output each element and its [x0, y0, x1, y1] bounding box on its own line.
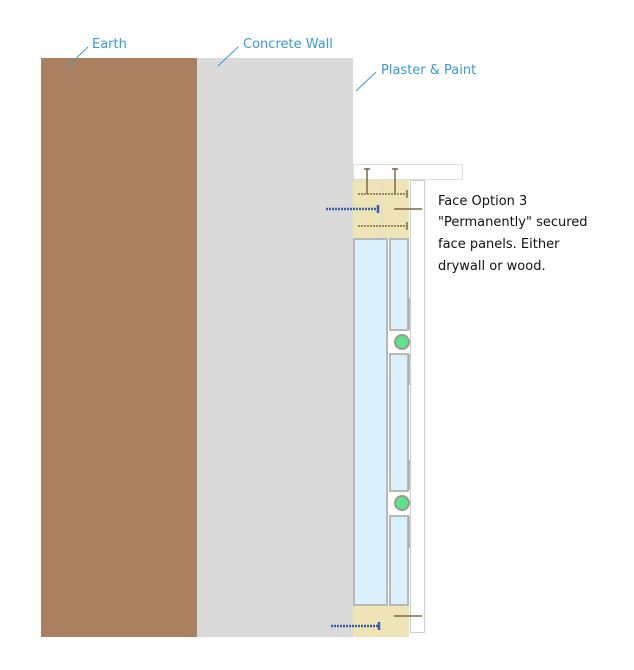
insulation-panel-right-top: [389, 238, 409, 331]
bottom-wood-block: [353, 606, 409, 637]
earth-leader: [67, 46, 89, 67]
face-option-note-line-3: face panels. Either: [438, 237, 560, 252]
face-option-note-line-4: drywall or wood.: [438, 259, 546, 274]
face-option-note-line-1: Face Option 3: [438, 194, 527, 209]
earth-layer: [41, 58, 197, 637]
plaster-trim: [353, 164, 463, 180]
face-panel: [410, 180, 425, 633]
concrete-wall-layer: [197, 58, 353, 637]
connector-clip-top: [390, 331, 410, 353]
plaster-leader: [355, 71, 377, 92]
earth-label: Earth: [92, 37, 127, 52]
insulation-panel-right-mid: [389, 353, 409, 492]
concrete-wall-label: Concrete Wall: [243, 37, 333, 52]
face-option-note-line-2: "Permanently" secured: [438, 215, 588, 230]
concrete-screws: [326, 205, 381, 630]
insulation-panel-left: [353, 238, 388, 606]
wood-screws: [358, 168, 422, 617]
connector-clip-bottom: [390, 492, 410, 515]
plaster-paint-label: Plaster & Paint: [381, 63, 476, 78]
concrete-leader: [217, 46, 239, 67]
insulation-panel-right-bottom: [389, 515, 409, 606]
